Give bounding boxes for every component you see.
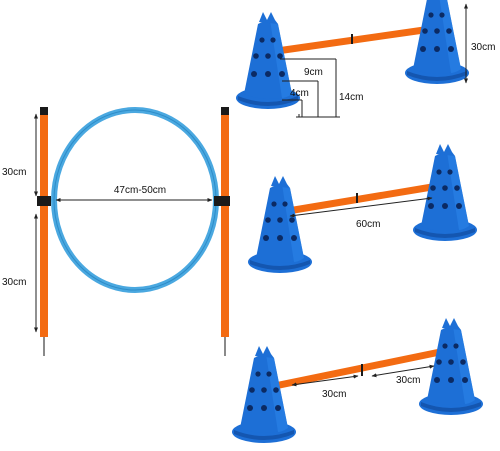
pole-upper-height-label: 30cm: [2, 167, 26, 178]
cone-icon: [405, 0, 469, 84]
bar-icon: [266, 24, 442, 56]
cone-icon: [248, 176, 312, 273]
bar-length-60-label: 60cm: [356, 219, 380, 230]
left-pole-icon: [37, 107, 51, 356]
hole-height-14-label: 14cm: [339, 92, 363, 103]
hurdle-bottom: 30cm 30cm: [232, 318, 483, 443]
half-bar-right-label: 30cm: [396, 375, 420, 386]
hoop-jump-assembly: 47cm-50cm 30cm 30cm: [2, 107, 230, 356]
hole-spacing-4-label: 4cm: [290, 88, 309, 99]
hole-spacing-9-label: 9cm: [304, 67, 323, 78]
right-pole-icon: [214, 107, 230, 356]
pole-lower-height-label: 30cm: [2, 277, 26, 288]
cone-icon: [232, 346, 296, 443]
cone-icon: [413, 144, 477, 241]
hoop-diameter-label: 47cm-50cm: [114, 185, 166, 196]
half-bar-left-label: 30cm: [322, 389, 346, 400]
hurdle-middle: 60cm: [248, 144, 477, 273]
hurdle-top: 30cm 9cm 4cm 14cm: [236, 0, 495, 118]
cone-height-label: 30cm: [471, 42, 495, 53]
bar-icon: [278, 182, 442, 216]
